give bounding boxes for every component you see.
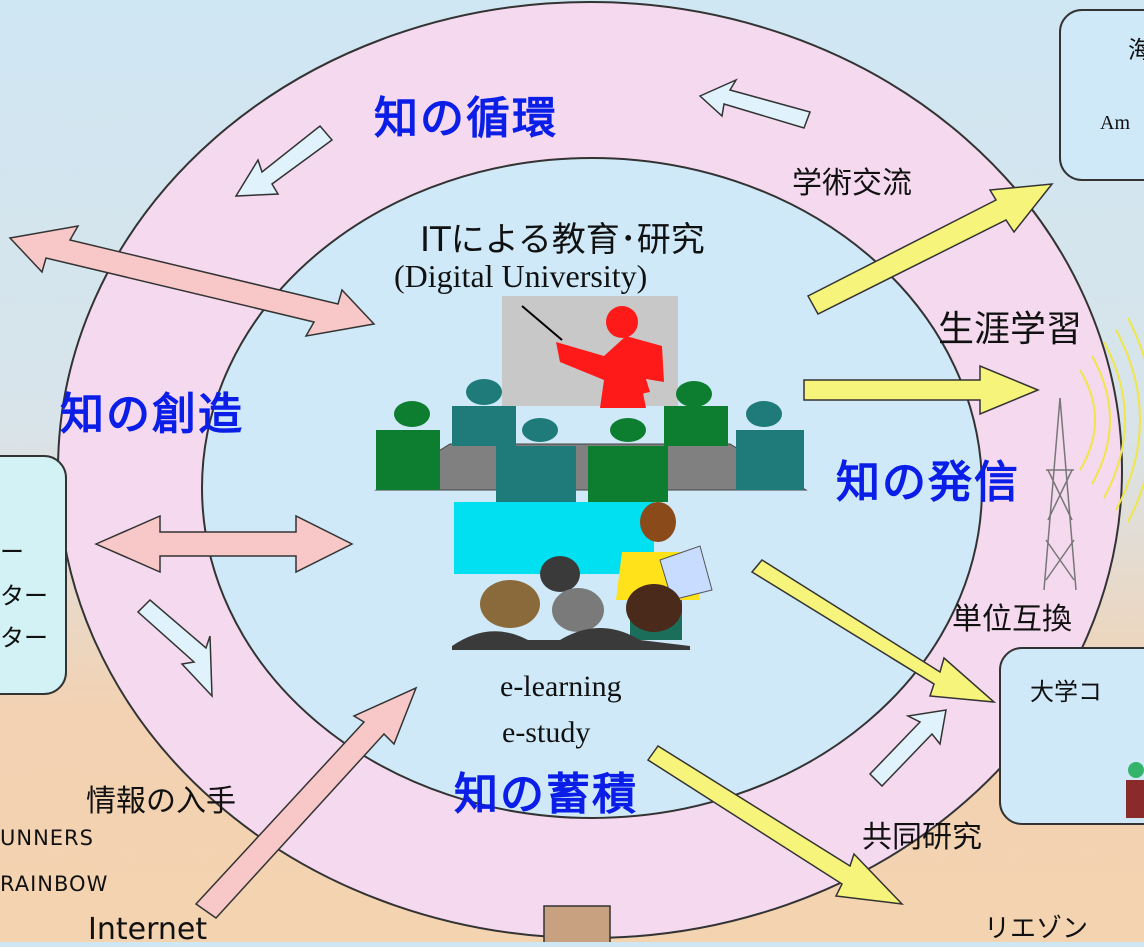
label-liaison: リエゾン (984, 914, 1089, 944)
label-lifelong-learning: 生涯学習 (938, 309, 1083, 350)
section-title-circulation: 知の循環 (374, 93, 558, 144)
box-top-right-line2: Am (1100, 112, 1130, 134)
people-icon (1126, 762, 1144, 818)
circulation-arrow-bottom-right (868, 709, 947, 788)
label-academic-exchange: 学術交流 (792, 166, 912, 201)
box-left-line1: ー (0, 538, 24, 566)
yellow-arrow-accumulation (646, 744, 904, 905)
yellow-arrow-lifelong (803, 364, 1040, 416)
label-credit-exchange: 単位互換 (952, 602, 1072, 637)
box-left-line3: ター (0, 624, 48, 652)
pink-arrow-left-box (94, 514, 354, 574)
pink-arrow-creation (8, 224, 376, 338)
label-joint-research: 共同研究 (862, 820, 982, 855)
elearning-label-2: e-study (502, 716, 591, 749)
students-icon (452, 556, 690, 650)
broadcast-tower-icon (1043, 397, 1077, 591)
radio-waves-icon (1079, 317, 1144, 523)
pointer-stick (521, 305, 563, 341)
network-label-1: UNNERS (0, 826, 94, 850)
box-top-right (1059, 9, 1144, 181)
audience-icon (376, 379, 804, 502)
label-info-acquisition: 情報の入手 (86, 784, 236, 819)
bottom-block (543, 905, 611, 942)
section-title-dissemination: 知の発信 (836, 457, 1020, 508)
center-subtitle: (Digital University) (394, 258, 648, 294)
box-top-right-line1: 海 (1128, 36, 1144, 64)
section-title-creation: 知の創造 (60, 389, 244, 440)
section-title-accumulation: 知の蓄積 (454, 769, 638, 820)
network-label-3: Internet (88, 912, 208, 947)
circulation-arrow-top-left (234, 124, 334, 197)
yellow-arrow-exchange (806, 183, 1054, 315)
circulation-arrow-left (136, 598, 213, 698)
box-left (0, 455, 67, 695)
network-label-2: RAINBOW (0, 872, 109, 896)
pink-arrow-info (194, 686, 418, 919)
box-right-mid-label: 大学コ (1030, 678, 1102, 706)
elearning-label-1: e-learning (500, 670, 622, 703)
box-right-mid (999, 647, 1144, 825)
center-title: ITによる教育･研究 (420, 220, 705, 260)
box-left-line2: ター (0, 582, 48, 610)
circulation-arrow-top (698, 78, 811, 129)
presenter-icon (556, 306, 664, 408)
yellow-arrow-credit (750, 559, 997, 703)
